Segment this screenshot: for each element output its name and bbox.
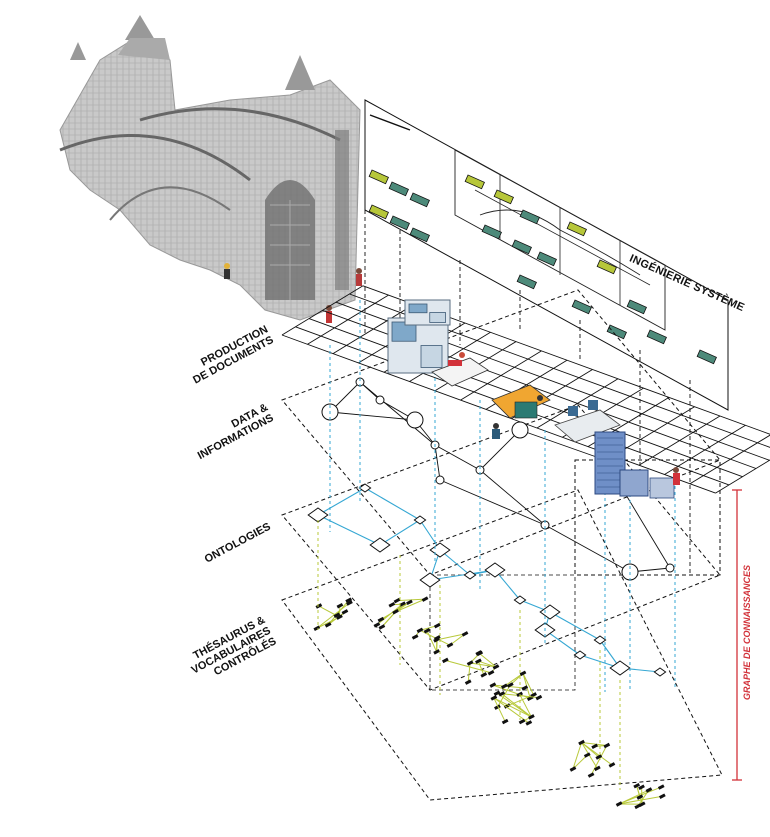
ontology-node <box>308 508 328 522</box>
data-node <box>407 412 423 428</box>
thesaurus-term <box>584 752 591 757</box>
data-node <box>666 564 674 572</box>
layer-plane-inner <box>430 575 575 690</box>
thesaurus-term <box>488 670 495 675</box>
ontology-link <box>380 520 420 545</box>
thesaurus-link <box>445 660 491 672</box>
thesaurus-link <box>478 661 483 675</box>
data-link <box>440 480 545 525</box>
thesaurus-term <box>315 603 322 608</box>
thesaurus-term <box>462 631 469 636</box>
lab-equipment-icon <box>405 300 450 325</box>
ontology-node <box>654 668 665 676</box>
thesaurus-term <box>659 793 666 798</box>
layer-plane-ontologies <box>282 405 720 690</box>
thesaurus-term <box>658 784 665 789</box>
data-node <box>512 422 528 438</box>
thesaurus-term <box>570 766 577 771</box>
thesaurus-term <box>594 766 601 771</box>
thesaurus-term <box>536 695 543 700</box>
thesaurus-term <box>588 772 595 777</box>
thesaurus-term <box>616 801 623 806</box>
thesaurus-term <box>502 719 509 724</box>
data-link <box>360 382 435 445</box>
thesaurus-term <box>447 642 454 647</box>
worker-figure-icon <box>356 268 362 286</box>
data-link <box>435 445 440 480</box>
lab-equipment-icon <box>388 318 448 373</box>
thesaurus-link <box>468 663 470 682</box>
thesaurus-term <box>442 658 449 663</box>
ontology-node <box>514 596 525 604</box>
thesaurus-link <box>377 604 403 625</box>
ontology-node <box>610 661 630 675</box>
thesaurus-term <box>603 743 610 748</box>
thesaurus-term <box>422 596 429 601</box>
thesaurus-link <box>382 604 403 627</box>
data-node <box>436 476 444 484</box>
data-link <box>545 525 630 572</box>
knowledge-graph-bracket <box>732 490 742 780</box>
data-link <box>480 470 545 525</box>
thesaurus-term <box>394 598 401 603</box>
ontology-node <box>420 573 440 587</box>
data-node <box>376 396 384 404</box>
data-link <box>435 445 480 470</box>
thesaurus-term <box>417 628 424 633</box>
ontology-link <box>318 488 365 515</box>
thesaurus-term <box>475 658 482 663</box>
ontology-link <box>318 515 380 545</box>
thesaurus-term <box>520 671 527 676</box>
layer-plane-thesaurus <box>282 490 722 800</box>
knowledge-graph-label: GRAPHE DE CONNAISSANCES <box>742 565 752 700</box>
thesaurus-term <box>480 672 487 677</box>
thesaurus-link <box>317 603 350 628</box>
worker-figure-icon <box>224 263 230 279</box>
ontology-link <box>365 488 420 520</box>
thesaurus-term <box>313 626 320 631</box>
thesaurus-term <box>501 684 508 689</box>
thesaurus-term <box>342 609 349 614</box>
ontology-node <box>540 605 560 619</box>
thesaurus-link <box>591 746 607 776</box>
thesaurus-term <box>412 634 419 639</box>
ontology-node <box>430 543 450 557</box>
thesaurus-term <box>490 682 497 687</box>
thesaurus-term <box>388 602 395 607</box>
cathedral-scan-image <box>60 15 360 320</box>
